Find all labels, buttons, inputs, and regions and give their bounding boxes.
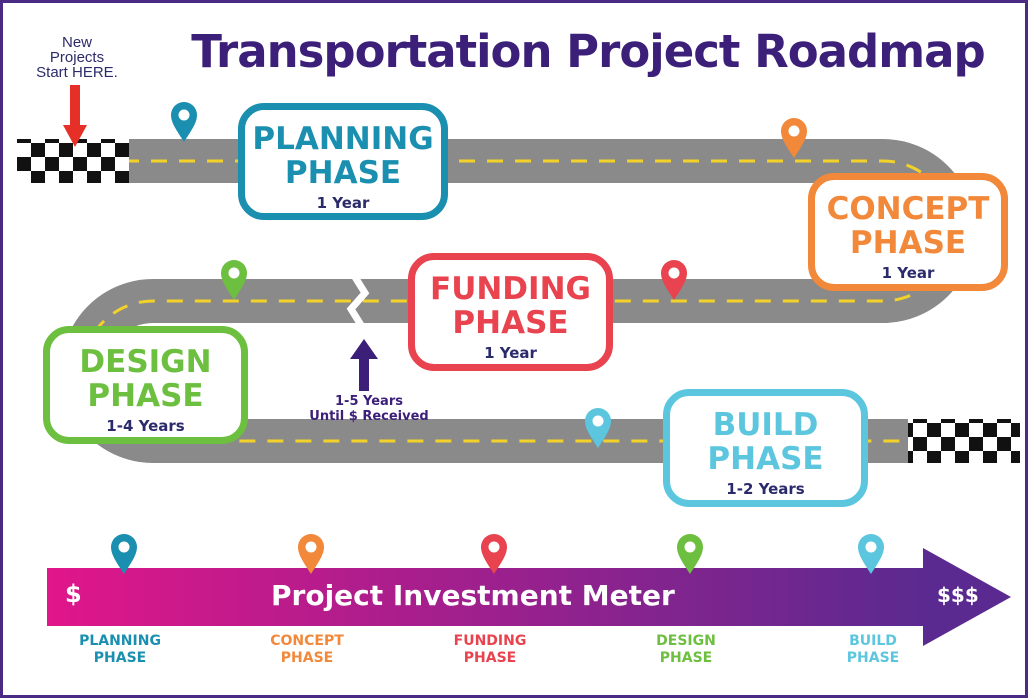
- meter-label-build: BUILD PHASE: [803, 633, 943, 667]
- map-pin-icon: [677, 534, 703, 574]
- map-pin-icon: [298, 534, 324, 574]
- meter-low-label: $: [65, 580, 82, 608]
- meter-label-line: PHASE: [659, 650, 713, 666]
- design-phase-box: DESIGN PHASE 1-4 Years: [43, 326, 248, 444]
- phase-word: PHASE: [87, 378, 204, 414]
- meter-label-design: DESIGN PHASE: [616, 633, 756, 667]
- map-pin-icon: [781, 118, 807, 158]
- road-gap-break: [346, 275, 370, 327]
- down-arrow-icon: [63, 85, 87, 147]
- meter-label-line: PLANNING: [79, 633, 161, 649]
- meter-label-funding: FUNDING PHASE: [420, 633, 560, 667]
- meter-label-line: PHASE: [846, 650, 900, 666]
- meter-label-line: FUNDING: [453, 633, 527, 649]
- meter-label-line: PHASE: [463, 650, 517, 666]
- phase-word: PHASE: [452, 305, 569, 341]
- phase-word: PHASE: [849, 225, 967, 261]
- phase-duration: 1-4 Years: [106, 417, 185, 435]
- phase-duration: 1 Year: [316, 194, 370, 212]
- up-arrow-icon: [350, 339, 378, 391]
- map-pin-icon: [481, 534, 507, 574]
- concept-phase-box: CONCEPT PHASE 1 Year: [808, 173, 1008, 291]
- page-title: Transportation Project Roadmap: [191, 25, 985, 78]
- meter-label-planning: PLANNING PHASE: [50, 633, 190, 667]
- meter-high-label: $$$: [937, 583, 979, 607]
- phase-duration: 1 Year: [484, 344, 537, 362]
- phase-name: FUNDING: [430, 271, 591, 307]
- meter-title: Project Investment Meter: [271, 579, 675, 612]
- checkered-flag-icon: [17, 139, 129, 183]
- meter-label-line: PHASE: [93, 650, 147, 666]
- phase-duration: 1-2 Years: [726, 480, 805, 498]
- start-note-line: New: [61, 34, 92, 51]
- start-note: New Projects Start HERE.: [17, 35, 137, 80]
- phase-name: DESIGN: [79, 344, 212, 380]
- start-note-line: Start HERE.: [36, 64, 118, 81]
- phase-name: CONCEPT: [826, 191, 990, 227]
- phase-name: PLANNING: [252, 121, 434, 157]
- phase-word: PHASE: [707, 441, 824, 477]
- meter-label-line: DESIGN: [656, 633, 716, 649]
- phase-name: BUILD: [712, 407, 819, 443]
- funding-gap-label: 1-5 Years Until $ Received: [299, 394, 439, 424]
- meter-label-line: PHASE: [280, 650, 334, 666]
- map-pin-icon: [858, 534, 884, 574]
- funding-gap-line: Until $ Received: [309, 409, 429, 424]
- phase-word: PHASE: [284, 155, 402, 191]
- checkered-flag-icon: [908, 419, 1020, 463]
- meter-label-line: BUILD: [849, 633, 897, 649]
- planning-phase-box: PLANNING PHASE 1 Year: [238, 103, 448, 220]
- map-pin-icon: [221, 260, 247, 300]
- meter-label-line: CONCEPT: [270, 633, 344, 649]
- map-pin-icon: [661, 260, 687, 300]
- start-note-line: Projects: [49, 49, 105, 66]
- phase-duration: 1 Year: [881, 264, 935, 282]
- map-pin-icon: [171, 102, 197, 142]
- map-pin-icon: [585, 408, 611, 448]
- funding-phase-box: FUNDING PHASE 1 Year: [408, 253, 613, 371]
- investment-meter-arrow: [47, 548, 1011, 646]
- build-phase-box: BUILD PHASE 1-2 Years: [663, 389, 868, 507]
- funding-gap-line: 1-5 Years: [335, 394, 403, 409]
- map-pin-icon: [111, 534, 137, 574]
- meter-label-concept: CONCEPT PHASE: [237, 633, 377, 667]
